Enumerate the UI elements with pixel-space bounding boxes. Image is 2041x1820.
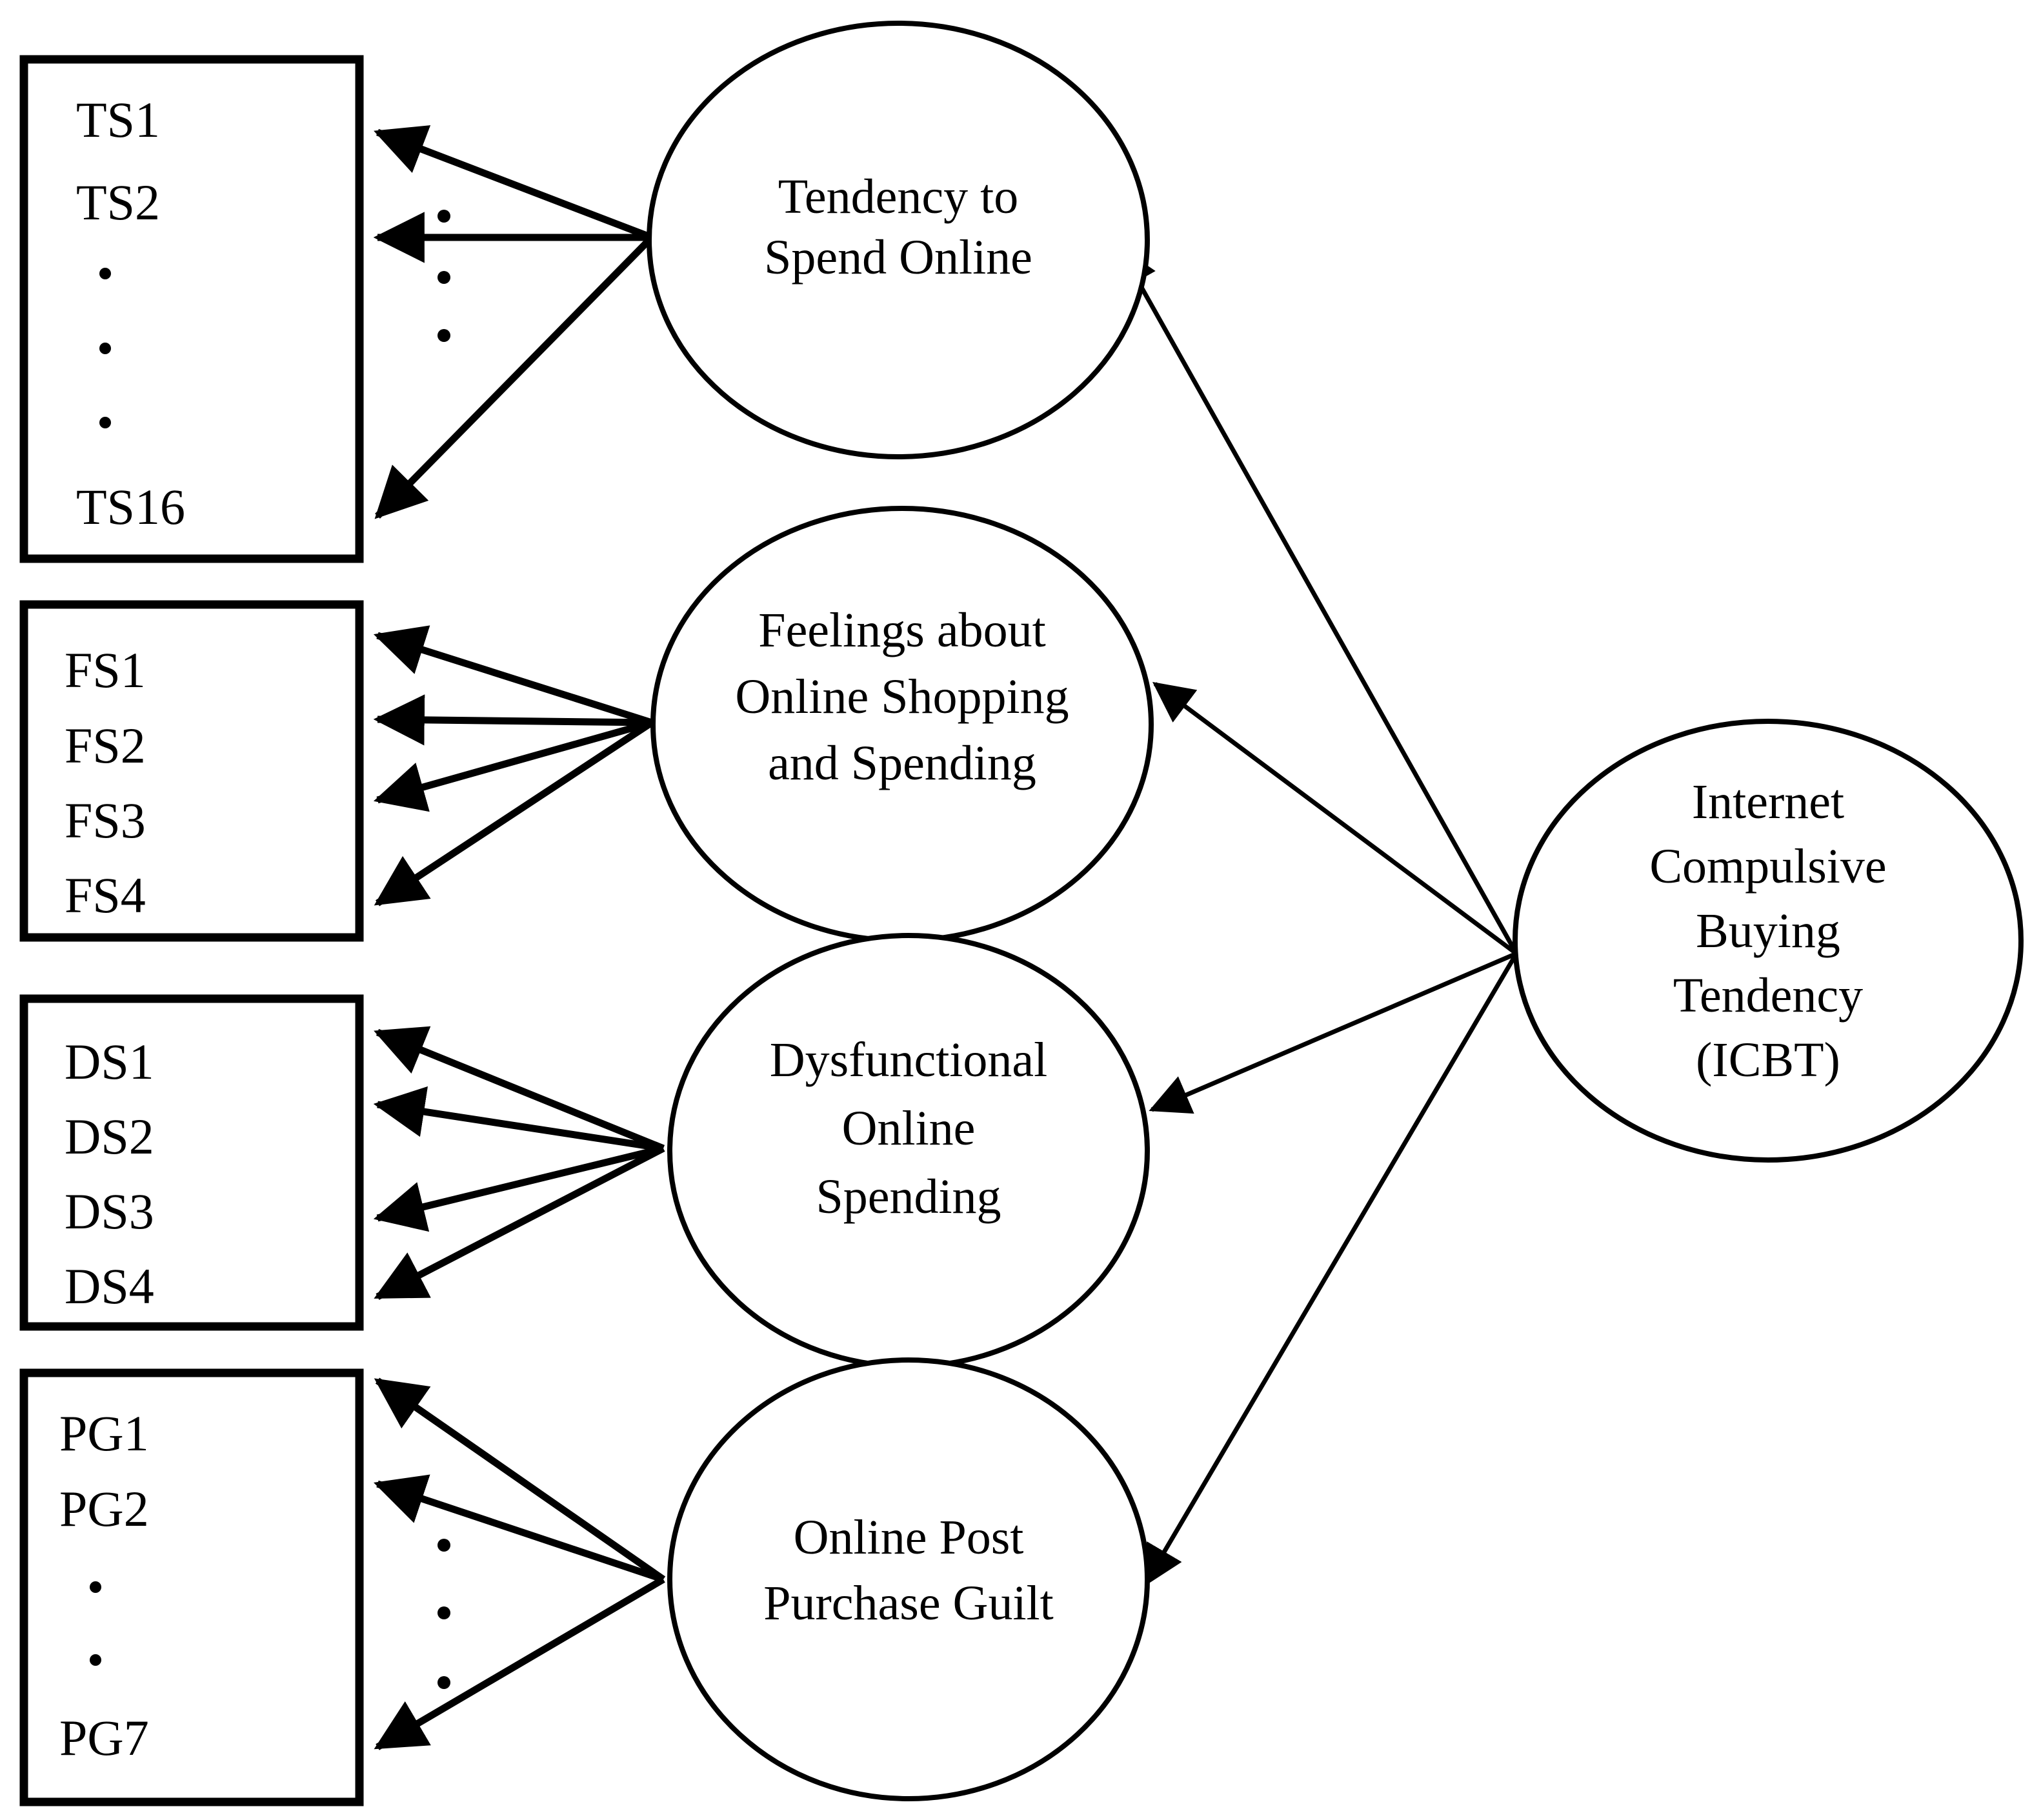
indicator-label-ts2: TS2 — [76, 174, 160, 230]
loading-arrow-fs3 — [373, 719, 653, 812]
loadings-foss — [373, 625, 654, 906]
loading-arrow-pg2 — [373, 1474, 665, 1583]
latent-node-oppg-ellipse[interactable] — [667, 1357, 1150, 1801]
ellipsis-dot-ts-3 — [99, 417, 111, 428]
indicator-label-fs4: FS4 — [65, 867, 146, 923]
latent-node-foss-line-1: Feelings about — [758, 603, 1045, 657]
indicator-box-fs[interactable]: FS1 FS2 FS3 FS4 — [19, 600, 364, 942]
indicator-label-ds1: DS1 — [65, 1034, 154, 1090]
path-icbt-to-dos — [1149, 951, 1518, 1114]
loadings-dos — [373, 1026, 665, 1300]
ellipsis-dot-ts-2 — [99, 343, 111, 354]
loading-arrow-pg1 — [374, 1377, 666, 1583]
latent-node-icbt-ellipse[interactable] — [1513, 719, 2024, 1163]
indicator-box-ds[interactable]: DS1 DS2 DS3 DS4 — [19, 994, 364, 1331]
indicator-label-pg2: PG2 — [59, 1481, 149, 1537]
connector-dot-ts-3 — [437, 329, 450, 342]
loading-arrow-fs4 — [374, 719, 654, 906]
ellipsis-dot-pg-2 — [90, 1654, 101, 1666]
latent-node-dos-line-1: Dysfunctional — [770, 1033, 1048, 1087]
indicator-box-fs-rect[interactable] — [19, 600, 364, 942]
latent-node-icbt-line-3: Buying — [1696, 904, 1840, 958]
latent-node-tso[interactable]: Tendency to Spend Online — [647, 21, 1150, 459]
path-icbt-to-oppg — [1143, 952, 1519, 1587]
latent-node-dos-line-2: Online — [842, 1101, 976, 1155]
ellipsis-dot-ts-1 — [99, 268, 111, 279]
connector-dot-pg-3 — [437, 1676, 450, 1689]
indicator-label-pg7: PG7 — [59, 1710, 149, 1766]
loading-arrow-pg7 — [374, 1576, 665, 1750]
indicator-label-pg1: PG1 — [59, 1405, 149, 1461]
latent-node-oppg-line-1: Online Post — [794, 1510, 1024, 1565]
latent-node-tso-line-2: Spend Online — [764, 230, 1032, 285]
latent-node-dos-line-3: Spending — [816, 1170, 1001, 1224]
indicator-label-ds3: DS3 — [65, 1183, 154, 1239]
latent-node-tso-ellipse[interactable] — [647, 21, 1150, 459]
latent-node-foss-line-3: and Spending — [768, 736, 1036, 790]
latent-node-icbt[interactable]: Internet Compulsive Buying Tendency (ICB… — [1513, 719, 2024, 1163]
connector-dot-pg-1 — [437, 1539, 450, 1552]
loading-arrow-ds1 — [374, 1026, 665, 1152]
latent-node-oppg[interactable]: Online Post Purchase Guilt — [667, 1357, 1150, 1801]
indicator-box-pg-rect[interactable] — [19, 1368, 364, 1806]
latent-node-foss-line-2: Online Shopping — [735, 670, 1069, 724]
loading-arrow-ts16 — [374, 235, 654, 519]
connector-dot-pg-2 — [437, 1606, 450, 1619]
connector-dot-ts-1 — [437, 210, 450, 223]
latent-node-oppg-line-2: Purchase Guilt — [763, 1576, 1054, 1630]
latent-node-tso-line-1: Tendency to — [778, 170, 1018, 224]
indicator-label-fs3: FS3 — [65, 792, 146, 848]
latent-node-foss-ellipse[interactable] — [650, 506, 1154, 943]
loading-arrow-ts1 — [374, 125, 653, 241]
indicator-label-ds4: DS4 — [65, 1258, 154, 1314]
indicator-box-ts[interactable]: TS1 TS2 TS16 — [19, 55, 364, 563]
indicator-label-ts16: TS16 — [76, 479, 185, 535]
loading-arrow-fs2 — [373, 694, 652, 746]
indicator-label-ds2: DS2 — [65, 1108, 154, 1165]
indicator-label-fs1: FS1 — [65, 642, 146, 698]
indicator-box-ds-rect[interactable] — [19, 994, 364, 1331]
loading-arrow-ds3 — [373, 1145, 665, 1232]
indicator-box-ts-rect[interactable] — [19, 55, 364, 563]
loadings-oppg — [373, 1377, 666, 1750]
indicator-box-pg[interactable]: PG1 PG2 PG7 — [19, 1368, 364, 1806]
loadings-tso — [373, 125, 654, 519]
connector-ellipsis-ts — [437, 210, 450, 342]
latent-node-dos[interactable]: Dysfunctional Online Spending — [667, 933, 1150, 1369]
path-icbt-to-tso — [1117, 245, 1519, 955]
indicator-label-ts1: TS1 — [76, 92, 160, 148]
connector-ellipsis-pg — [437, 1539, 450, 1689]
latent-node-icbt-line-4: Tendency — [1673, 968, 1863, 1023]
latent-node-icbt-line-2: Compulsive — [1649, 839, 1886, 894]
path-icbt-to-foss — [1152, 681, 1518, 955]
indicator-label-fs2: FS2 — [65, 717, 146, 774]
latent-node-foss[interactable]: Feelings about Online Shopping and Spend… — [650, 506, 1154, 943]
latent-node-icbt-line-1: Internet — [1692, 775, 1844, 829]
structural-paths — [1117, 245, 1519, 1587]
connector-dot-ts-2 — [437, 271, 450, 284]
ellipsis-dot-pg-1 — [90, 1581, 101, 1593]
loading-arrow-fs1 — [373, 625, 653, 726]
latent-node-icbt-line-5: (ICBT) — [1696, 1033, 1840, 1087]
loading-arrow-ds2 — [373, 1086, 664, 1152]
loading-arrow-ds4 — [374, 1145, 665, 1300]
